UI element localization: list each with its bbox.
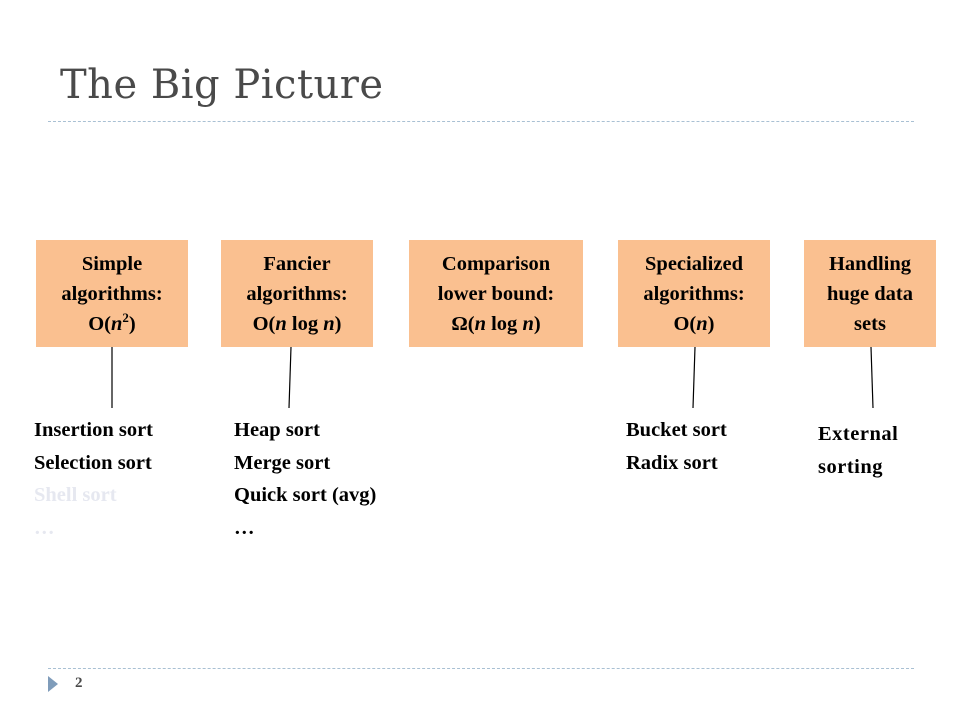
- list-item: Radix sort: [626, 451, 718, 474]
- huge-data-sets-box: Handling huge data sets: [804, 240, 936, 347]
- box-complexity: O(n2): [88, 309, 136, 335]
- list-item: Bucket sort: [626, 419, 727, 441]
- box-line: algorithms:: [61, 282, 163, 305]
- list-item: Heap sort: [234, 419, 320, 441]
- list-item: External: [818, 423, 899, 445]
- page-number: 2: [75, 675, 83, 691]
- list-item: Selection sort: [34, 451, 152, 474]
- fancier-algorithms-list: Heap sort Merge sort Quick sort (avg) …: [234, 414, 376, 544]
- box-line: algorithms:: [246, 282, 348, 305]
- box-line: Simple: [81, 252, 143, 275]
- specialized-algorithms-box: Specialized algorithms: O(n): [618, 240, 770, 347]
- connector-line-huge-data: [870, 346, 874, 409]
- connector-line-specialized: [692, 346, 696, 409]
- box-line: Fancier: [263, 252, 331, 275]
- fancier-algorithms-box: Fancier algorithms: O(n log n): [221, 240, 373, 347]
- title-divider: [48, 121, 914, 122]
- specialized-algorithms-list: Bucket sort Radix sort: [626, 414, 727, 479]
- slide-title: The Big Picture: [60, 62, 384, 108]
- connector-line-fancier: [288, 346, 292, 409]
- simple-algorithms-list: Insertion sort Selection sort Shell sort…: [34, 414, 153, 544]
- list-item: sorting: [818, 456, 883, 478]
- list-item: …: [34, 516, 55, 539]
- box-complexity: O(n log n): [252, 312, 342, 335]
- list-item: Shell sort: [34, 484, 117, 506]
- box-line: lower bound:: [437, 282, 555, 305]
- box-line: Comparison: [441, 252, 551, 275]
- box-line: Specialized: [645, 252, 743, 275]
- box-line: Handling: [828, 252, 912, 275]
- triangle-bullet-icon: [48, 676, 58, 692]
- footer-divider: [48, 668, 914, 669]
- list-item: Insertion sort: [34, 419, 154, 441]
- huge-data-list: External sorting: [818, 418, 898, 484]
- box-line: huge data: [826, 282, 913, 305]
- simple-algorithms-box: Simple algorithms: O(n2): [36, 240, 188, 347]
- box-complexity: Ω(n log n): [451, 312, 541, 335]
- box-line: sets: [854, 312, 886, 335]
- comparison-lower-bound-box: Comparison lower bound: Ω(n log n): [409, 240, 583, 347]
- list-item: …: [234, 516, 255, 539]
- list-item: Merge sort: [234, 451, 331, 474]
- list-item: Quick sort (avg): [234, 484, 377, 506]
- box-line: algorithms:: [643, 282, 745, 305]
- box-complexity: O(n): [673, 312, 715, 335]
